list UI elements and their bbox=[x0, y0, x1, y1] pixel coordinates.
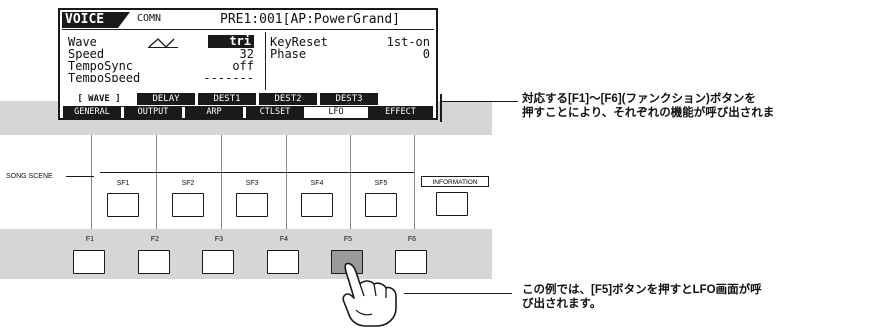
patch-name: PRE1:001[AP:PowerGrand] bbox=[220, 12, 401, 27]
f2-button[interactable] bbox=[138, 250, 170, 274]
param-temposync-label: TempoSync bbox=[68, 59, 134, 73]
sf2-button[interactable] bbox=[172, 193, 204, 217]
f1-button[interactable] bbox=[73, 250, 105, 274]
sf3-label: SF3 bbox=[245, 180, 259, 187]
tab-comn: COMN bbox=[137, 13, 162, 24]
sf4-button[interactable] bbox=[301, 193, 333, 217]
column-divider bbox=[265, 32, 266, 90]
guide-line-1 bbox=[91, 135, 92, 229]
guide-line-2 bbox=[156, 135, 157, 229]
param-tempospeed-label: TempoSpeed bbox=[68, 72, 141, 82]
note-bottom-line2: び出されます。 bbox=[522, 298, 602, 310]
param-wave-value: tri bbox=[208, 35, 254, 48]
note-top-line2: 押すことにより、それぞれの機能が呼び出されま bbox=[522, 107, 775, 119]
callout-line-bottom bbox=[404, 293, 512, 294]
song-scene-bracket bbox=[100, 172, 414, 173]
sf4-label: SF4 bbox=[310, 180, 324, 187]
sub-tab-lfo[interactable]: LFO bbox=[307, 107, 365, 118]
f3-button[interactable] bbox=[202, 250, 234, 274]
information-button[interactable] bbox=[436, 192, 468, 216]
guide-line-6 bbox=[414, 135, 415, 229]
sf3-button[interactable] bbox=[236, 193, 268, 217]
param-speed-value: 32 bbox=[239, 47, 254, 61]
sf1-button[interactable] bbox=[107, 193, 139, 217]
callout-line-top-horizontal bbox=[440, 101, 518, 102]
param-keyreset-label: KeyReset bbox=[270, 35, 328, 49]
lcd-screen: VOICE COMN PRE1:001[AP:PowerGrand] Wave … bbox=[58, 8, 438, 120]
param-speed-label: Speed bbox=[68, 47, 105, 61]
guide-line-3 bbox=[221, 135, 222, 229]
sub-tab-effect[interactable]: EFFECT bbox=[368, 107, 433, 118]
sub-tab-arp[interactable]: ARP bbox=[185, 107, 243, 118]
tab-voice: VOICE bbox=[62, 12, 118, 28]
function-tab-wave[interactable]: [ WAVE ] bbox=[63, 93, 135, 105]
guide-line-4 bbox=[286, 135, 287, 229]
note-top-line1: 対応する[F1]～[F6](ファンクション)ボタンを bbox=[522, 93, 756, 105]
function-tab-delay[interactable]: DELAY bbox=[137, 93, 195, 105]
sf5-label: SF5 bbox=[374, 180, 388, 187]
sub-tab-row: GENERAL OUTPUT ARP CTLSET LFO EFFECT bbox=[63, 106, 433, 119]
function-tab-dest2[interactable]: DEST2 bbox=[259, 93, 317, 105]
pointing-hand-icon bbox=[342, 262, 397, 327]
f6-button[interactable] bbox=[395, 250, 427, 274]
function-tab-dest3[interactable]: DEST3 bbox=[320, 93, 378, 105]
song-scene-line bbox=[66, 176, 94, 177]
param-temposync-value: off bbox=[232, 59, 254, 73]
param-phase-value: 0 bbox=[422, 47, 430, 61]
f5-label: F5 bbox=[343, 236, 353, 243]
function-tab-dest1[interactable]: DEST1 bbox=[198, 93, 256, 105]
lcd-header: VOICE COMN PRE1:001[AP:PowerGrand] bbox=[62, 12, 434, 28]
lcd-header-divider bbox=[62, 29, 434, 30]
f4-label: F4 bbox=[279, 236, 289, 243]
sf1-label: SF1 bbox=[116, 180, 130, 187]
sub-tab-output[interactable]: OUTPUT bbox=[124, 107, 182, 118]
f6-label: F6 bbox=[407, 236, 417, 243]
f2-label: F2 bbox=[150, 236, 160, 243]
f3-label: F3 bbox=[214, 236, 224, 243]
callout-line-top bbox=[440, 94, 442, 122]
sf5-button[interactable] bbox=[365, 193, 397, 217]
triangle-wave-icon bbox=[148, 38, 178, 48]
f1-label: F1 bbox=[85, 236, 95, 243]
note-bottom-line1: この例では、[F5]ボタンを押すとLFO画面が呼 bbox=[522, 284, 762, 296]
function-tab-row: [ WAVE ] DELAY DEST1 DEST2 DEST3 bbox=[63, 93, 433, 105]
param-tempospeed-value: ------- bbox=[203, 72, 254, 82]
param-phase-label: Phase bbox=[270, 47, 307, 61]
information-label: INFORMATION bbox=[421, 176, 489, 187]
sf2-label: SF2 bbox=[181, 180, 195, 187]
f4-button[interactable] bbox=[267, 250, 299, 274]
param-keyreset-value: 1st-on bbox=[386, 35, 430, 49]
sub-tab-general[interactable]: GENERAL bbox=[63, 107, 121, 118]
sub-tab-ctlset[interactable]: CTLSET bbox=[246, 107, 304, 118]
song-scene-label: SONG SCENE bbox=[6, 173, 53, 180]
param-wave-label: Wave bbox=[68, 35, 97, 49]
guide-line-5 bbox=[350, 135, 351, 229]
tab-voice-corner bbox=[118, 12, 130, 28]
